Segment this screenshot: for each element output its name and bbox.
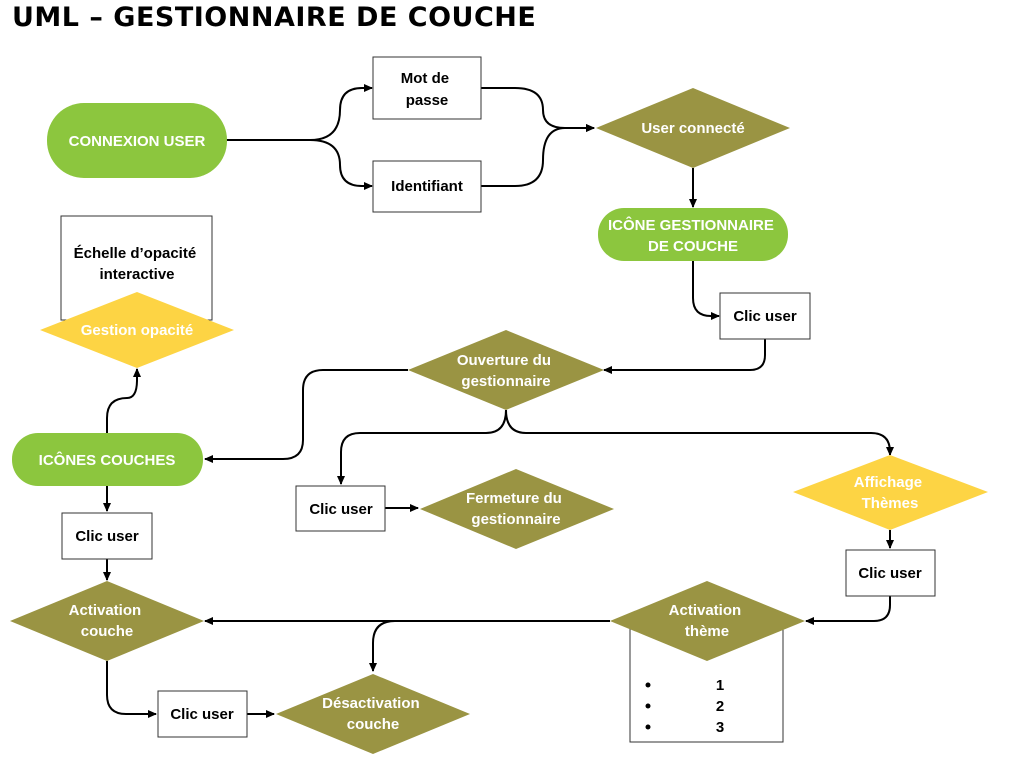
connexion-user-label: CONNEXION USER	[69, 133, 206, 150]
clic-user-box-4	[845, 549, 936, 597]
activation-theme-label: Activation thème	[669, 602, 746, 640]
edge-icone-to-clic-user	[692, 261, 720, 320]
ouverture-label: Ouverture du gestionnaire	[457, 352, 555, 390]
diagram-title: UML – GESTIONNAIRE DE COUCHE	[12, 2, 537, 33]
edge-activation-theme-to-desactivation	[369, 620, 610, 672]
mot-de-passe-label: Mot de passe	[401, 70, 454, 109]
edge-connexion-to-identifiant	[225, 139, 373, 190]
edge-clic-user-to-ouverture	[603, 339, 766, 374]
connexion-user-node	[47, 103, 227, 178]
clic-user-box-5	[157, 690, 248, 738]
echelle-opacite-label: Échelle d’opacité interactive	[74, 245, 201, 283]
activation-couche-label: Activation couche	[69, 602, 146, 640]
theme-list-item: 1	[716, 677, 724, 694]
theme-list-item: 2	[716, 698, 724, 715]
affichage-themes-diamond	[793, 455, 988, 530]
edge-ouverture-to-affichage-themes	[505, 409, 894, 456]
gestion-opacite-label: Gestion opacité	[81, 322, 194, 339]
clic-user-label-5: Clic user	[170, 706, 234, 723]
connectors	[103, 84, 894, 718]
clic-user-label-2: Clic user	[75, 528, 139, 545]
edge-mot-de-passe-to-user-connecte	[481, 87, 595, 132]
identifiant-label: Identifiant	[391, 178, 463, 195]
activation-theme-diamond	[610, 581, 805, 661]
theme-list-bullet	[645, 682, 651, 688]
edge-activation-couche-to-clic-user	[106, 661, 157, 718]
desactivation-couche-diamond	[276, 674, 470, 754]
clic-user-box-2	[61, 512, 153, 560]
edge-ouverture-to-clic-user	[337, 409, 507, 485]
desactivation-couche-label: Désactivation couche	[322, 695, 424, 733]
fermeture-diamond	[420, 469, 614, 549]
theme-list-item: 3	[716, 719, 724, 736]
icones-couches-label: ICÔNES COUCHES	[39, 451, 176, 469]
mot-de-passe-box	[372, 56, 482, 120]
fermeture-label: Fermeture du gestionnaire	[466, 490, 566, 528]
clic-user-box-1	[719, 292, 811, 340]
theme-list-bullet	[645, 703, 651, 709]
icone-gestionnaire-node	[598, 208, 788, 261]
clic-user-label-3: Clic user	[309, 501, 373, 518]
ouverture-diamond	[408, 330, 604, 410]
affichage-themes-label: Affichage Thèmes	[854, 474, 927, 512]
edge-icones-couches-to-gestion-opacite	[106, 368, 141, 433]
clic-user-box-3	[295, 485, 386, 532]
identifiant-box	[372, 160, 482, 213]
edge-ouverture-to-icones-couches	[204, 369, 408, 463]
icones-couches-node	[12, 433, 203, 486]
icone-gestionnaire-label: ICÔNE GESTIONNAIRE DE COUCHE	[608, 216, 778, 255]
theme-list-bullet	[645, 724, 651, 730]
theme-list: 1 2 3	[645, 677, 724, 736]
clic-user-label-1: Clic user	[733, 308, 797, 325]
gestion-opacite-diamond	[40, 292, 234, 368]
edge-clic-user-to-activation-theme	[805, 596, 891, 625]
edge-identifiant-to-user-connecte	[481, 124, 595, 187]
user-connecte-label: User connecté	[641, 120, 744, 137]
clic-user-label-4: Clic user	[858, 565, 922, 582]
edge-connexion-to-mot-de-passe	[225, 84, 373, 141]
user-connecte-diamond	[596, 88, 790, 168]
activation-couche-diamond	[10, 581, 204, 661]
